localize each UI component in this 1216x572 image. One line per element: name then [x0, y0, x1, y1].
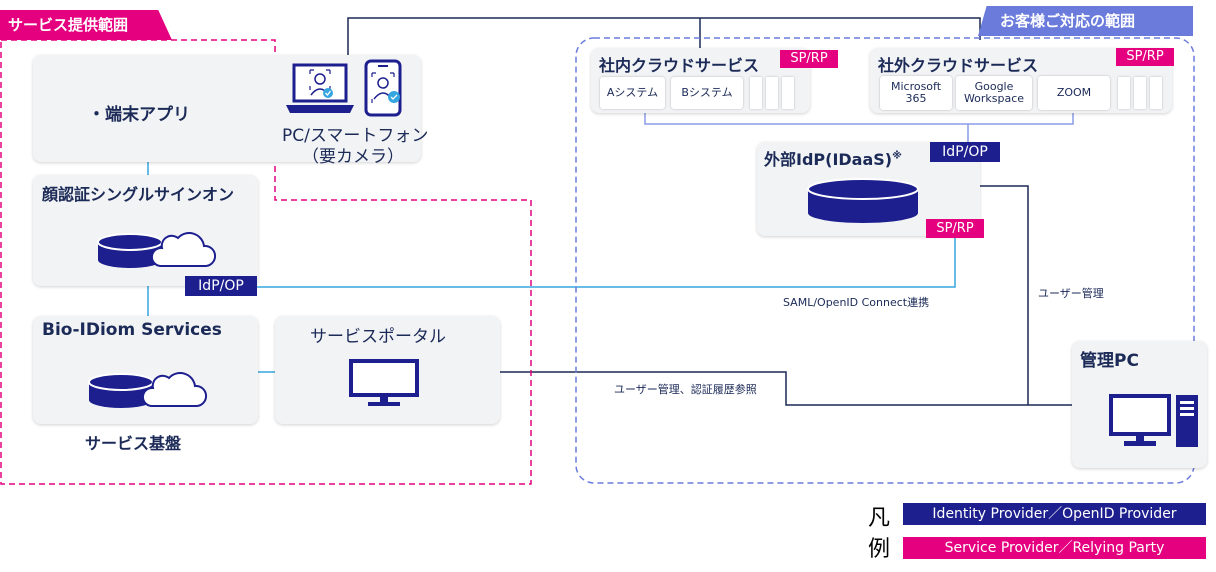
external-system-slot — [1134, 77, 1146, 109]
user-mgmt-logs-edge-label: ユーザー管理、認証履歴参照 — [614, 383, 757, 396]
external-system-zoom: ZOOM — [1038, 76, 1110, 110]
device-label: PC/スマートフォン — [282, 126, 429, 146]
external-cloud-label: 社外クラウドサービス — [878, 56, 1039, 75]
provider-scope-label: サービス提供範囲 — [8, 16, 129, 34]
face-sso-label: 顔認証シングルサインオン — [42, 185, 235, 204]
monitor-icon — [349, 359, 419, 406]
idaas-idp-op-badge: IdP/OP — [930, 142, 1000, 162]
external-sp-rp-badge: SP/RP — [1116, 48, 1174, 66]
device-sublabel: （要カメラ） — [302, 147, 404, 167]
user-mgmt-link — [980, 185, 1029, 405]
sso-database-cloud-icon — [97, 232, 216, 268]
internal-idaas-link — [644, 112, 1074, 125]
device-cloud-link — [347, 17, 981, 55]
internal-system-slot — [766, 77, 778, 109]
desktop-pc-icon — [1109, 394, 1198, 447]
saml-edge-label: SAML/OpenID Connect連携 — [783, 296, 930, 309]
service-platform-label: サービス基盤 — [85, 434, 182, 453]
internal-system-slot — [782, 77, 794, 109]
external-system-slot — [1150, 77, 1162, 109]
idaas-note-mark: ※ — [892, 150, 902, 162]
legend-title-2: 例 — [868, 537, 891, 562]
external-system-microsoft: Microsoft 365 — [880, 76, 952, 110]
legend-title-1: 凡 — [868, 506, 891, 531]
bio-idiom-box — [33, 316, 258, 424]
face-sso-box — [33, 175, 258, 286]
idaas-database-icon — [807, 178, 919, 223]
sso-idp-op-badge: IdP/OP — [185, 276, 257, 296]
external-system-google: Google Workspace — [956, 76, 1032, 110]
portal-admin-link — [500, 371, 1072, 406]
smartphone-face-icon — [364, 59, 402, 117]
internal-sp-rp-badge: SP/RP — [780, 50, 838, 68]
idaas-label: 外部IdP(IDaaS)※ — [764, 146, 902, 170]
internal-system-b: Bシステム — [671, 77, 743, 109]
external-system-slot — [1118, 77, 1130, 109]
laptop-face-icon — [286, 63, 354, 113]
user-mgmt-edge-label: ユーザー管理 — [1038, 287, 1104, 300]
idaas-label-text: 外部IdP(IDaaS) — [764, 150, 893, 169]
idaas-sp-rp-badge: SP/RP — [926, 219, 984, 238]
internal-cloud-label: 社内クラウドサービス — [599, 56, 760, 75]
saml-link — [255, 238, 956, 288]
terminal-app-box — [33, 55, 421, 162]
provider-scope-tab — [0, 10, 172, 40]
admin-pc-label: 管理PC — [1080, 351, 1139, 371]
internal-system-slot — [750, 77, 762, 109]
terminal-app-label: ・端末アプリ — [88, 105, 190, 125]
legend-sp: Service Provider／Relying Party — [903, 537, 1206, 559]
bio-database-cloud-icon — [88, 372, 207, 408]
customer-scope-tab — [978, 6, 1193, 36]
legend-idp: Identity Provider／OpenID Provider — [903, 503, 1206, 525]
customer-scope-label: お客様ご対応の範囲 — [1000, 12, 1136, 30]
internal-system-a: Aシステム — [600, 77, 665, 109]
service-portal-label: サービスポータル — [310, 327, 446, 347]
bio-idiom-label: Bio-IDiom Services — [42, 320, 222, 340]
